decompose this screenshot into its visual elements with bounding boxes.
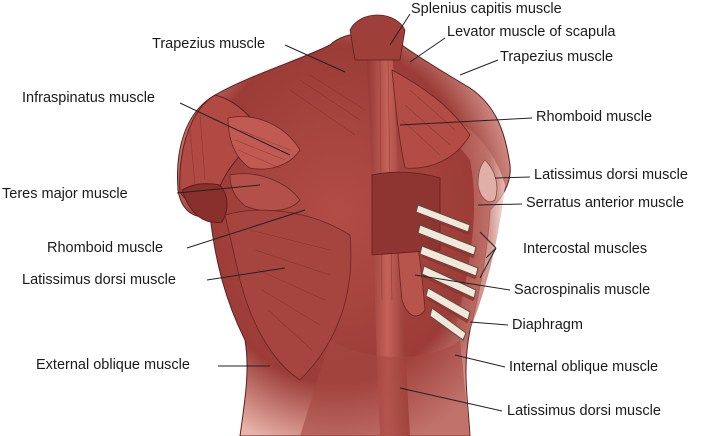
label-external-oblique: External oblique muscle: [36, 357, 190, 373]
label-serratus-anterior: Serratus anterior muscle: [526, 195, 684, 211]
rib-5: [425, 287, 471, 321]
leader-lines: [176, 13, 533, 412]
fiber-lines: [189, 59, 456, 351]
teres-major-region: [229, 173, 301, 212]
label-intercostal: Intercostal muscles: [523, 241, 648, 257]
label-latissimus-left: Latissimus dorsi muscle: [22, 272, 176, 288]
rib-3: [419, 245, 479, 277]
label-trapezius-right: Trapezius muscle: [500, 49, 614, 65]
neck: [349, 14, 406, 61]
rib-cage: [371, 171, 479, 341]
label-rhomboid-right: Rhomboid muscle: [536, 109, 653, 125]
label-latissimus-right-upper: Latissimus dorsi muscle: [534, 167, 688, 183]
rib-2: [417, 224, 477, 256]
rib-6: [429, 307, 467, 341]
label-rhomboid-left: Rhomboid muscle: [47, 240, 164, 256]
label-sacrospinalis: Sacrospinalis muscle: [514, 282, 651, 298]
left-arm-stump: [181, 183, 228, 224]
label-trapezius-left: Trapezius muscle: [152, 36, 266, 52]
label-teres-major: Teres major muscle: [2, 186, 128, 202]
lower-back: [300, 340, 470, 436]
label-levator-scapula: Levator muscle of scapula: [447, 24, 616, 40]
label-diaphragm: Diaphragm: [512, 317, 583, 333]
label-internal-oblique: Internal oblique muscle: [509, 359, 659, 375]
label-latissimus-bottom: Latissimus dorsi muscle: [507, 403, 661, 419]
label-infraspinatus: Infraspinatus muscle: [22, 90, 155, 106]
right-rhomboid-region: [391, 69, 471, 169]
label-splenius-capitis: Splenius capitis muscle: [411, 1, 562, 17]
left-latissimus-region: [224, 209, 352, 381]
